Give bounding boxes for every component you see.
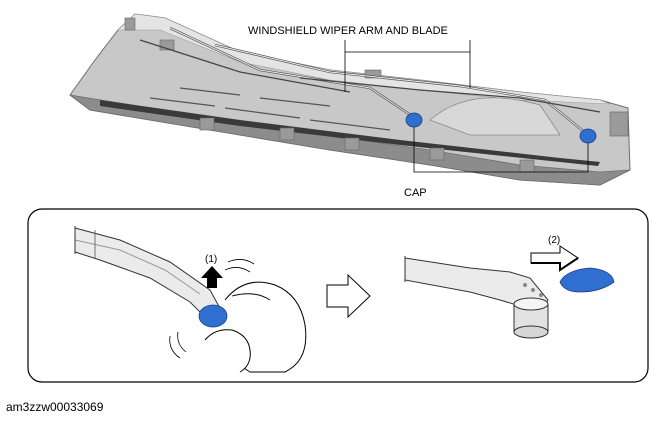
up-arrow-icon <box>201 266 223 288</box>
cowl-panel-illustration <box>69 13 631 186</box>
cap-in-hand <box>198 304 228 328</box>
wiper-arm-detail-right <box>404 256 549 339</box>
step-2-label: (2) <box>548 235 560 246</box>
wiper-arm-detail-left <box>74 226 307 373</box>
outline-arrow-icon <box>326 273 371 319</box>
cap-label: CAP <box>404 187 427 199</box>
wiper-arm-blade-label: WINDSHIELD WIPER ARM AND BLADE <box>248 25 448 37</box>
cap-left <box>405 112 423 128</box>
removed-cap <box>559 267 615 293</box>
figure-id: am3zzw00033069 <box>6 400 104 414</box>
step-1-label: (1) <box>205 254 217 265</box>
cap-right <box>579 128 597 144</box>
leader-lines <box>344 40 589 173</box>
